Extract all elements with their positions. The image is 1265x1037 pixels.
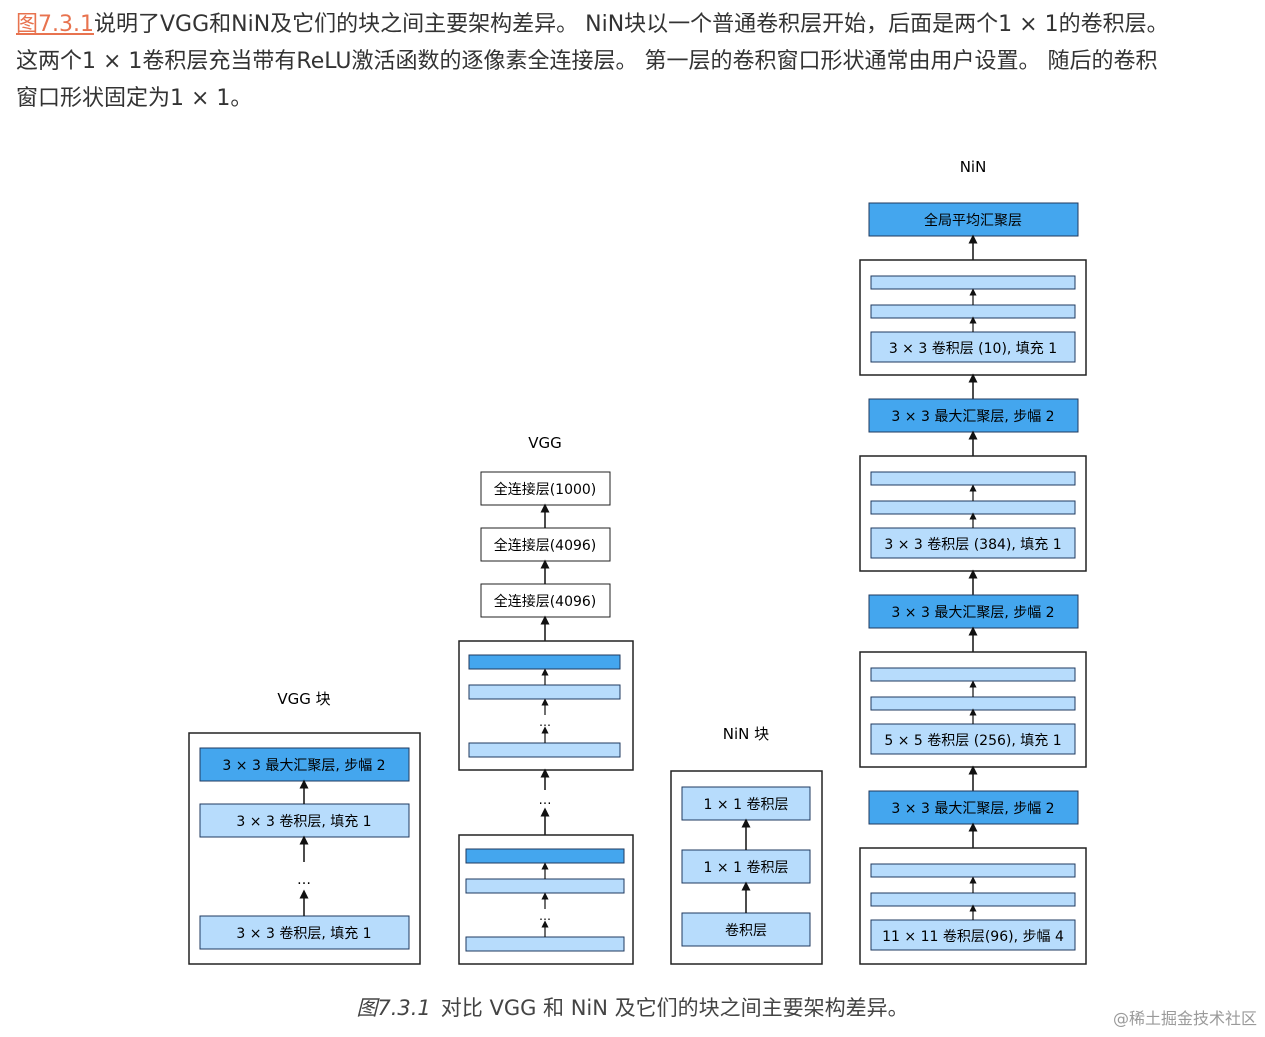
nin-block-conv: [681, 912, 811, 947]
nin-block-1x1-top: [681, 786, 811, 821]
caption-text: 对比 VGG 和 NiN 及它们的块之间主要架构差异。: [440, 996, 909, 1020]
vgg-fc-4096-b-label: 全连接层(4096): [494, 593, 597, 610]
nin-title: NiN: [960, 158, 987, 176]
nin-block-1x1-top-label: 1 × 1 卷积层: [704, 797, 789, 813]
caption-number: 图7.3.1: [356, 996, 431, 1020]
vgg-title: VGG: [528, 434, 562, 452]
para-line-3: 窗口形状固定为1 × 1。: [16, 86, 253, 111]
nin-network: NiN 全局平均汇聚层 3 × 3 卷积层 (10), 填充 1 3 × 3 最…: [859, 158, 1087, 965]
vgg-block-conv-top-label: 3 × 3 卷积层, 填充 1: [236, 814, 371, 830]
nin-stage-2-label: 5 × 5 卷积层 (256), 填充 1: [884, 733, 1061, 749]
nin-pool-1: [868, 790, 1079, 825]
vgg-fc-4096-a-label: 全连接层(4096): [494, 537, 597, 554]
intro-paragraph: 图7.3.1说明了VGG和NiN及它们的块之间主要架构差异。 NiN块以一个普通…: [16, 6, 1256, 117]
nin-pool-3: [868, 398, 1079, 433]
vgg-block-ellipsis: …: [297, 872, 311, 888]
vgg-block-title: VGG 块: [277, 690, 330, 708]
vgg-fc-1000-label: 全连接层(1000): [494, 481, 597, 498]
nin-block-title: NiN 块: [723, 725, 769, 743]
nin-stage-4-label: 3 × 3 卷积层 (10), 填充 1: [889, 341, 1057, 357]
vgg-mini-bottom-ellipsis: …: [539, 909, 551, 923]
vgg-network: VGG 全连接层(1000) 全连接层(4096) 全连接层(4096) … ……: [458, 434, 634, 965]
figure-caption: 图7.3.1 对比 VGG 和 NiN 及它们的块之间主要架构差异。: [0, 992, 1265, 1022]
vgg-block-maxpool-label: 3 × 3 最大汇聚层, 步幅 2: [222, 758, 385, 774]
para-line-2: 这两个1 × 1卷积层充当带有ReLU激活函数的逐像素全连接层。 第一层的卷积窗…: [16, 49, 1158, 74]
nin-pool-3-label: 3 × 3 最大汇聚层, 步幅 2: [891, 409, 1054, 425]
vgg-mini-top-ellipsis: …: [539, 715, 551, 729]
nin-block-1x1-mid-label: 1 × 1 卷积层: [704, 860, 789, 876]
vgg-block-conv-bottom-label: 3 × 3 卷积层, 填充 1: [236, 926, 371, 942]
nin-block: NiN 块 1 × 1 卷积层 1 × 1 卷积层 卷积层: [670, 725, 823, 965]
vgg-between-ellipsis: …: [539, 793, 552, 808]
figure-link[interactable]: 图7.3.1: [16, 12, 94, 37]
nin-stage-3-label: 3 × 3 卷积层 (384), 填充 1: [884, 537, 1061, 553]
nin-global-pool: [868, 202, 1079, 237]
watermark: @稀土掘金技术社区: [1112, 1009, 1257, 1028]
nin-block-conv-label: 卷积层: [725, 923, 767, 939]
nin-pool-1-label: 3 × 3 最大汇聚层, 步幅 2: [891, 801, 1054, 817]
nin-global-pool-label: 全局平均汇聚层: [924, 212, 1022, 229]
nin-block-1x1-mid: [681, 849, 811, 884]
vgg-block: VGG 块 3 × 3 最大汇聚层, 步幅 2 3 × 3 卷积层, 填充 1 …: [188, 690, 421, 965]
vgg-block-maxpool: [199, 747, 410, 782]
nin-stage-1-label: 11 × 11 卷积层(96), 步幅 4: [882, 929, 1064, 945]
nin-pool-2-label: 3 × 3 最大汇聚层, 步幅 2: [891, 605, 1054, 621]
para-line-1: 说明了VGG和NiN及它们的块之间主要架构差异。 NiN块以一个普通卷积层开始，…: [93, 12, 1169, 37]
